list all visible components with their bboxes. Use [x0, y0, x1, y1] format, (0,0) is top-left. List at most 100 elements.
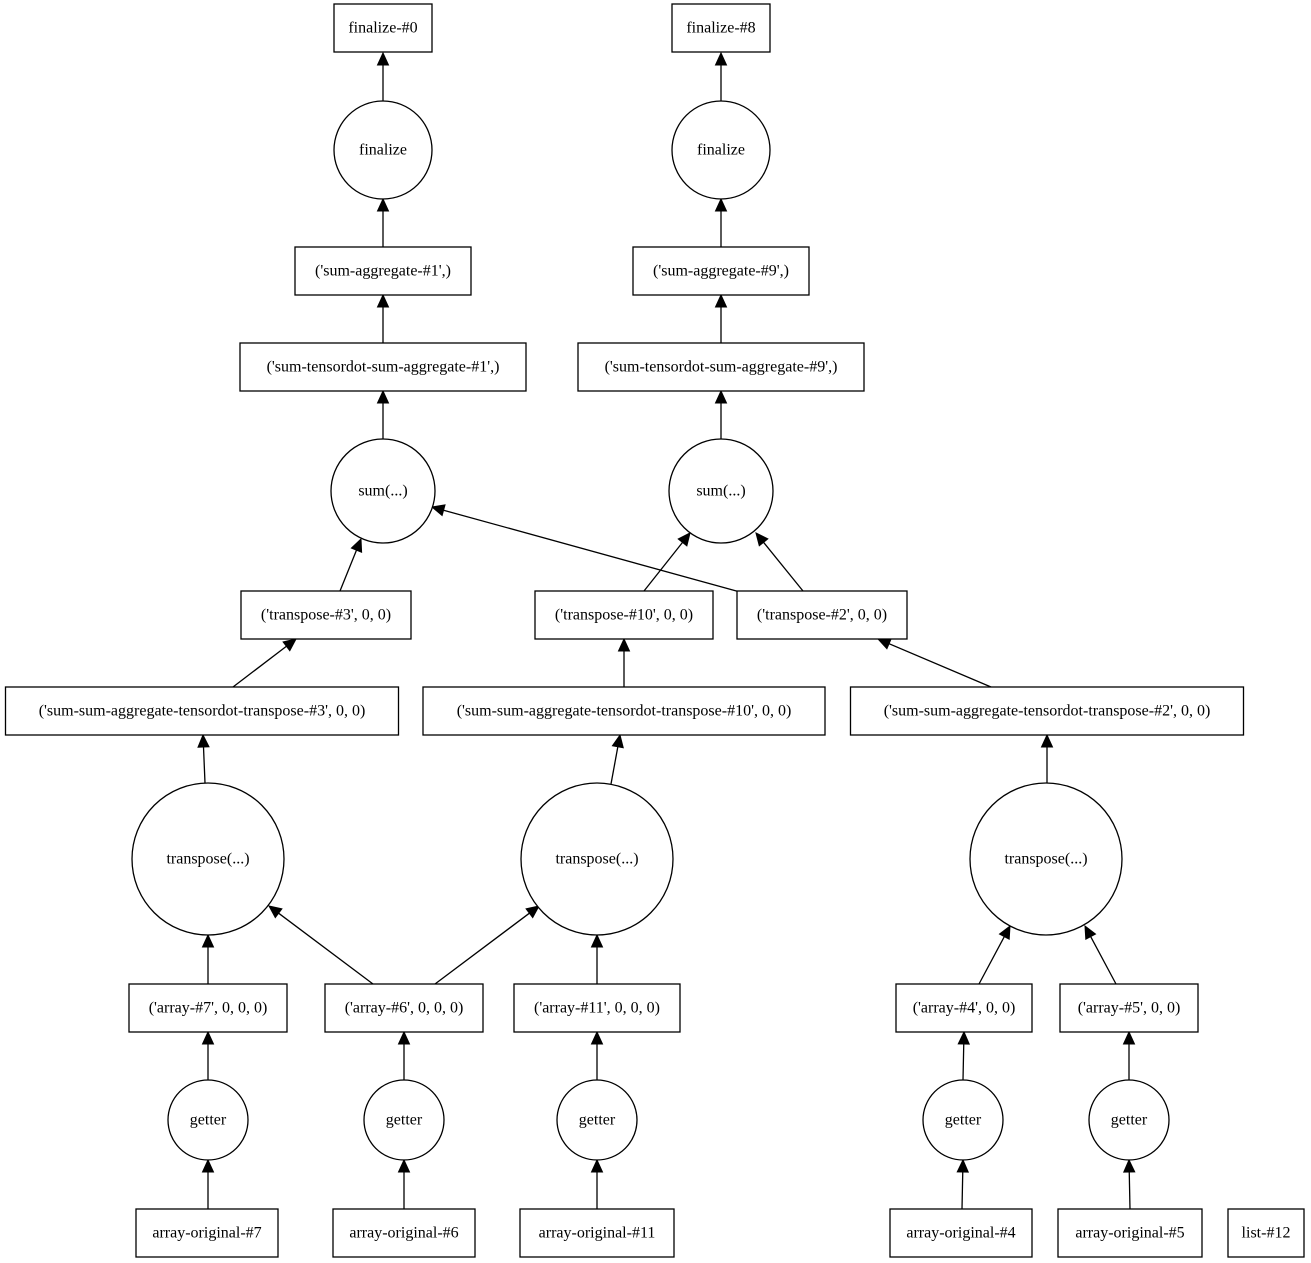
- node-label: ('transpose-#10', 0, 0): [555, 607, 693, 624]
- task-node-circle: [969, 782, 1123, 936]
- arrowhead-icon: [397, 1030, 411, 1045]
- data-node-box: [294, 246, 472, 296]
- node-label: ('array-#4', 0, 0): [913, 1000, 1016, 1017]
- arrowhead-icon: [1040, 733, 1054, 748]
- edge-arr7-to-tp_op_a: [201, 933, 215, 984]
- arrowhead-icon: [350, 537, 363, 553]
- node-label: array-original-#7: [152, 1225, 261, 1242]
- node-label: ('array-#6', 0, 0, 0): [345, 1000, 464, 1017]
- edge-line: [339, 549, 358, 592]
- node-arr4: ('array-#4', 0, 0): [895, 983, 1033, 1033]
- task-node-circle: [330, 438, 436, 544]
- arrowhead-icon: [677, 532, 691, 547]
- data-node-box: [519, 1208, 675, 1258]
- node-sst2: ('sum-sum-aggregate-tensordot-transpose-…: [849, 686, 1245, 736]
- arrowhead-icon: [430, 504, 446, 517]
- node-sumagg9: ('sum-aggregate-#9',): [632, 246, 810, 296]
- edge-arr6-to-tp_op_a: [268, 905, 374, 985]
- edge-fin_op_b-to-finalize8: [714, 51, 728, 101]
- arrowhead-icon: [714, 389, 728, 404]
- task-node-circle: [363, 1079, 445, 1161]
- data-node-box: [135, 1208, 279, 1258]
- node-arr7: ('array-#7', 0, 0, 0): [128, 983, 288, 1033]
- edge-orig4-to-get_d: [956, 1158, 970, 1210]
- edge-line: [434, 912, 530, 985]
- node-sumtd9: ('sum-tensordot-sum-aggregate-#9',): [577, 342, 865, 392]
- arrowhead-icon: [197, 733, 210, 748]
- arrowhead-icon: [282, 638, 297, 652]
- node-label: sum(...): [696, 483, 745, 500]
- edge-sumtd1-to-sumagg1: [376, 293, 390, 343]
- node-arr11: ('array-#11', 0, 0, 0): [513, 983, 681, 1033]
- node-label: array-original-#5: [1075, 1225, 1184, 1242]
- edge-orig11-to-get_c: [590, 1158, 604, 1209]
- edge-orig7-to-get_a: [201, 1158, 215, 1209]
- arrowhead-icon: [755, 532, 769, 547]
- task-node-circle: [1088, 1079, 1170, 1161]
- node-tr2: ('transpose-#2', 0, 0): [736, 590, 908, 640]
- node-get_c: getter: [556, 1079, 638, 1161]
- arrowhead-icon: [590, 1030, 604, 1045]
- node-sumagg1: ('sum-aggregate-#1',): [294, 246, 472, 296]
- node-fin_op_b: finalize: [671, 100, 771, 200]
- data-node-box: [1057, 1208, 1203, 1258]
- data-node-box: [332, 1208, 476, 1258]
- edge-tr10-to-sum_op_b: [643, 532, 691, 592]
- edge-line: [202, 746, 206, 784]
- node-label: array-original-#4: [906, 1225, 1015, 1242]
- edge-line: [643, 541, 684, 592]
- arrowhead-icon: [1122, 1158, 1136, 1173]
- node-label: ('array-#7', 0, 0, 0): [149, 1000, 268, 1017]
- node-label: finalize: [359, 142, 407, 159]
- edge-line: [961, 1171, 964, 1210]
- node-label: ('sum-sum-aggregate-tensordot-transpose-…: [39, 703, 366, 720]
- edge-tr2-to-sum_op_b: [755, 532, 804, 592]
- arrowhead-icon: [876, 638, 892, 650]
- arrowhead-icon: [376, 51, 390, 66]
- edge-line: [610, 746, 619, 785]
- node-label: ('transpose-#3', 0, 0): [261, 607, 391, 624]
- arrowhead-icon: [957, 1030, 971, 1045]
- node-label: getter: [1111, 1112, 1148, 1129]
- node-label: list-#12: [1242, 1225, 1291, 1242]
- node-label: transpose(...): [1004, 851, 1087, 868]
- data-node-box: [577, 342, 865, 392]
- edge-tr3-to-sum_op_a: [339, 537, 363, 592]
- node-orig6: array-original-#6: [332, 1208, 476, 1258]
- edge-tp_op_b-to-sst10: [610, 733, 624, 785]
- edge-sst3-to-tr3: [232, 638, 297, 688]
- arrowhead-icon: [998, 924, 1011, 940]
- node-label: getter: [579, 1112, 616, 1129]
- arrowhead-icon: [590, 1158, 604, 1173]
- node-label: finalize-#8: [686, 20, 755, 37]
- edge-orig6-to-get_b: [397, 1158, 411, 1209]
- edges-layer: [197, 51, 1136, 1210]
- node-tp_op_c: transpose(...): [969, 782, 1123, 936]
- edge-fin_op_a-to-finalize0: [376, 51, 390, 101]
- node-arr5: ('array-#5', 0, 0): [1059, 983, 1199, 1033]
- arrowhead-icon: [201, 1030, 215, 1045]
- edge-get_e-to-arr5: [1122, 1030, 1136, 1080]
- task-node-circle: [333, 100, 433, 200]
- edge-tp_op_a-to-sst3: [197, 733, 210, 784]
- arrowhead-icon: [376, 197, 390, 212]
- arrowhead-icon: [714, 51, 728, 66]
- node-label: ('array-#11', 0, 0, 0): [534, 1000, 660, 1017]
- arrowhead-icon: [268, 905, 283, 919]
- arrowhead-icon: [714, 293, 728, 308]
- node-label: finalize: [697, 142, 745, 159]
- edge-orig5-to-get_e: [1122, 1158, 1136, 1210]
- node-list12: list-#12: [1227, 1208, 1305, 1258]
- arrowhead-icon: [397, 1158, 411, 1173]
- edge-get_a-to-arr7: [201, 1030, 215, 1080]
- edge-get_c-to-arr11: [590, 1030, 604, 1080]
- edge-sum_op_a-to-sumtd1: [376, 389, 390, 439]
- node-label: finalize-#0: [348, 20, 417, 37]
- node-label: sum(...): [358, 483, 407, 500]
- data-node-box: [240, 590, 412, 640]
- node-label: ('sum-sum-aggregate-tensordot-transpose-…: [884, 703, 1211, 720]
- node-finalize8: finalize-#8: [671, 3, 771, 53]
- edge-line: [232, 645, 287, 688]
- task-node-circle: [556, 1079, 638, 1161]
- data-node-box: [239, 342, 527, 392]
